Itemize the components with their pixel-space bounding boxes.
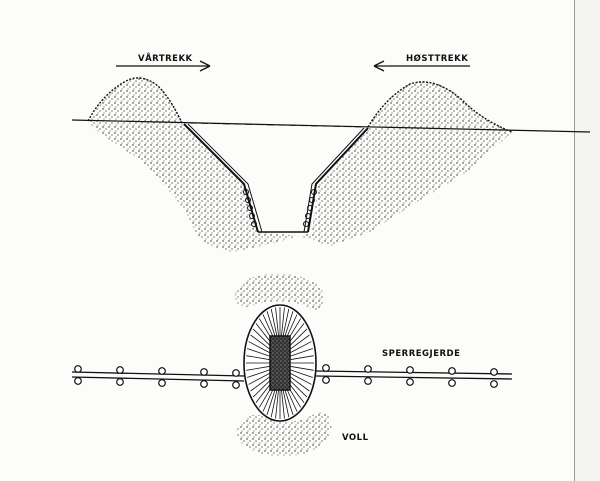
pit-hatch-line xyxy=(270,388,278,418)
pit-hatch-line xyxy=(246,355,270,360)
pit-hatch-line xyxy=(248,341,271,354)
pit-hatch-line xyxy=(252,378,272,398)
page-margin xyxy=(574,0,600,481)
left-mound xyxy=(88,76,300,252)
pit-hatch-line xyxy=(282,388,290,418)
fence-label: SPERREGJERDE xyxy=(382,349,460,359)
right-mound xyxy=(300,80,512,246)
pit-lining-logs xyxy=(243,189,317,227)
trap-cross-section: VÅRTREKK HØSTTREKK xyxy=(71,53,591,252)
pit-hatch-line xyxy=(282,308,290,338)
pit-hatch-line xyxy=(248,372,271,385)
lower-embankment xyxy=(236,411,332,456)
left-mound-outline xyxy=(87,77,183,124)
pit-hatch-line xyxy=(290,355,314,360)
pit-hatch-line xyxy=(288,378,308,398)
pit-hatch-line xyxy=(283,311,294,339)
autumn-arrow xyxy=(373,60,470,72)
barrier-fence-left xyxy=(71,365,245,389)
autumn-migration-label: HØSTTREKK xyxy=(406,53,468,64)
pit-hatch-line xyxy=(252,328,272,348)
pit-hatch-line xyxy=(250,375,271,392)
pit-hatch-line xyxy=(290,369,313,378)
spring-migration-label: VÅRTREKK xyxy=(138,53,193,64)
pit-hatch-line xyxy=(246,366,270,371)
embankment-label: VOLL xyxy=(342,433,369,443)
pit-hatch-line xyxy=(281,389,285,419)
pit-right-wall-inner xyxy=(303,127,365,233)
page-edge-line xyxy=(574,0,575,481)
pit-hatch-line xyxy=(289,334,310,351)
pit-hatch-line xyxy=(289,372,312,385)
pit-hatch-line xyxy=(247,369,270,378)
pit-hatch-line xyxy=(289,341,312,354)
trap-plan-view: SPERREGJERDE VOLL xyxy=(71,273,513,456)
pit-hatch-line xyxy=(289,375,310,392)
pit-hatch-line xyxy=(290,366,314,371)
right-mound-outline xyxy=(367,81,513,133)
pit-hatch-line xyxy=(275,389,279,419)
upper-embankment xyxy=(235,273,325,311)
barrier-fence-right xyxy=(315,364,513,388)
pit-hatch-line xyxy=(266,311,277,339)
pit-hatch-line xyxy=(283,387,294,415)
pit-left-wall xyxy=(183,123,259,233)
pit-hatch-line xyxy=(281,307,285,337)
ground-line-dashes xyxy=(189,122,366,128)
pit-left-wall-inner xyxy=(187,123,263,233)
pit-hatch-line xyxy=(250,334,271,351)
pit-opening xyxy=(269,335,291,391)
pit-hatch-line xyxy=(266,387,277,415)
pit-hatch-line xyxy=(275,307,279,337)
pit-hatch-line xyxy=(270,308,278,338)
pit-hatch-line xyxy=(247,348,270,357)
pit-hatch-line xyxy=(290,348,313,357)
pit-oval xyxy=(243,304,317,422)
spring-arrow xyxy=(116,60,211,72)
pit-hatch-line xyxy=(288,328,308,348)
